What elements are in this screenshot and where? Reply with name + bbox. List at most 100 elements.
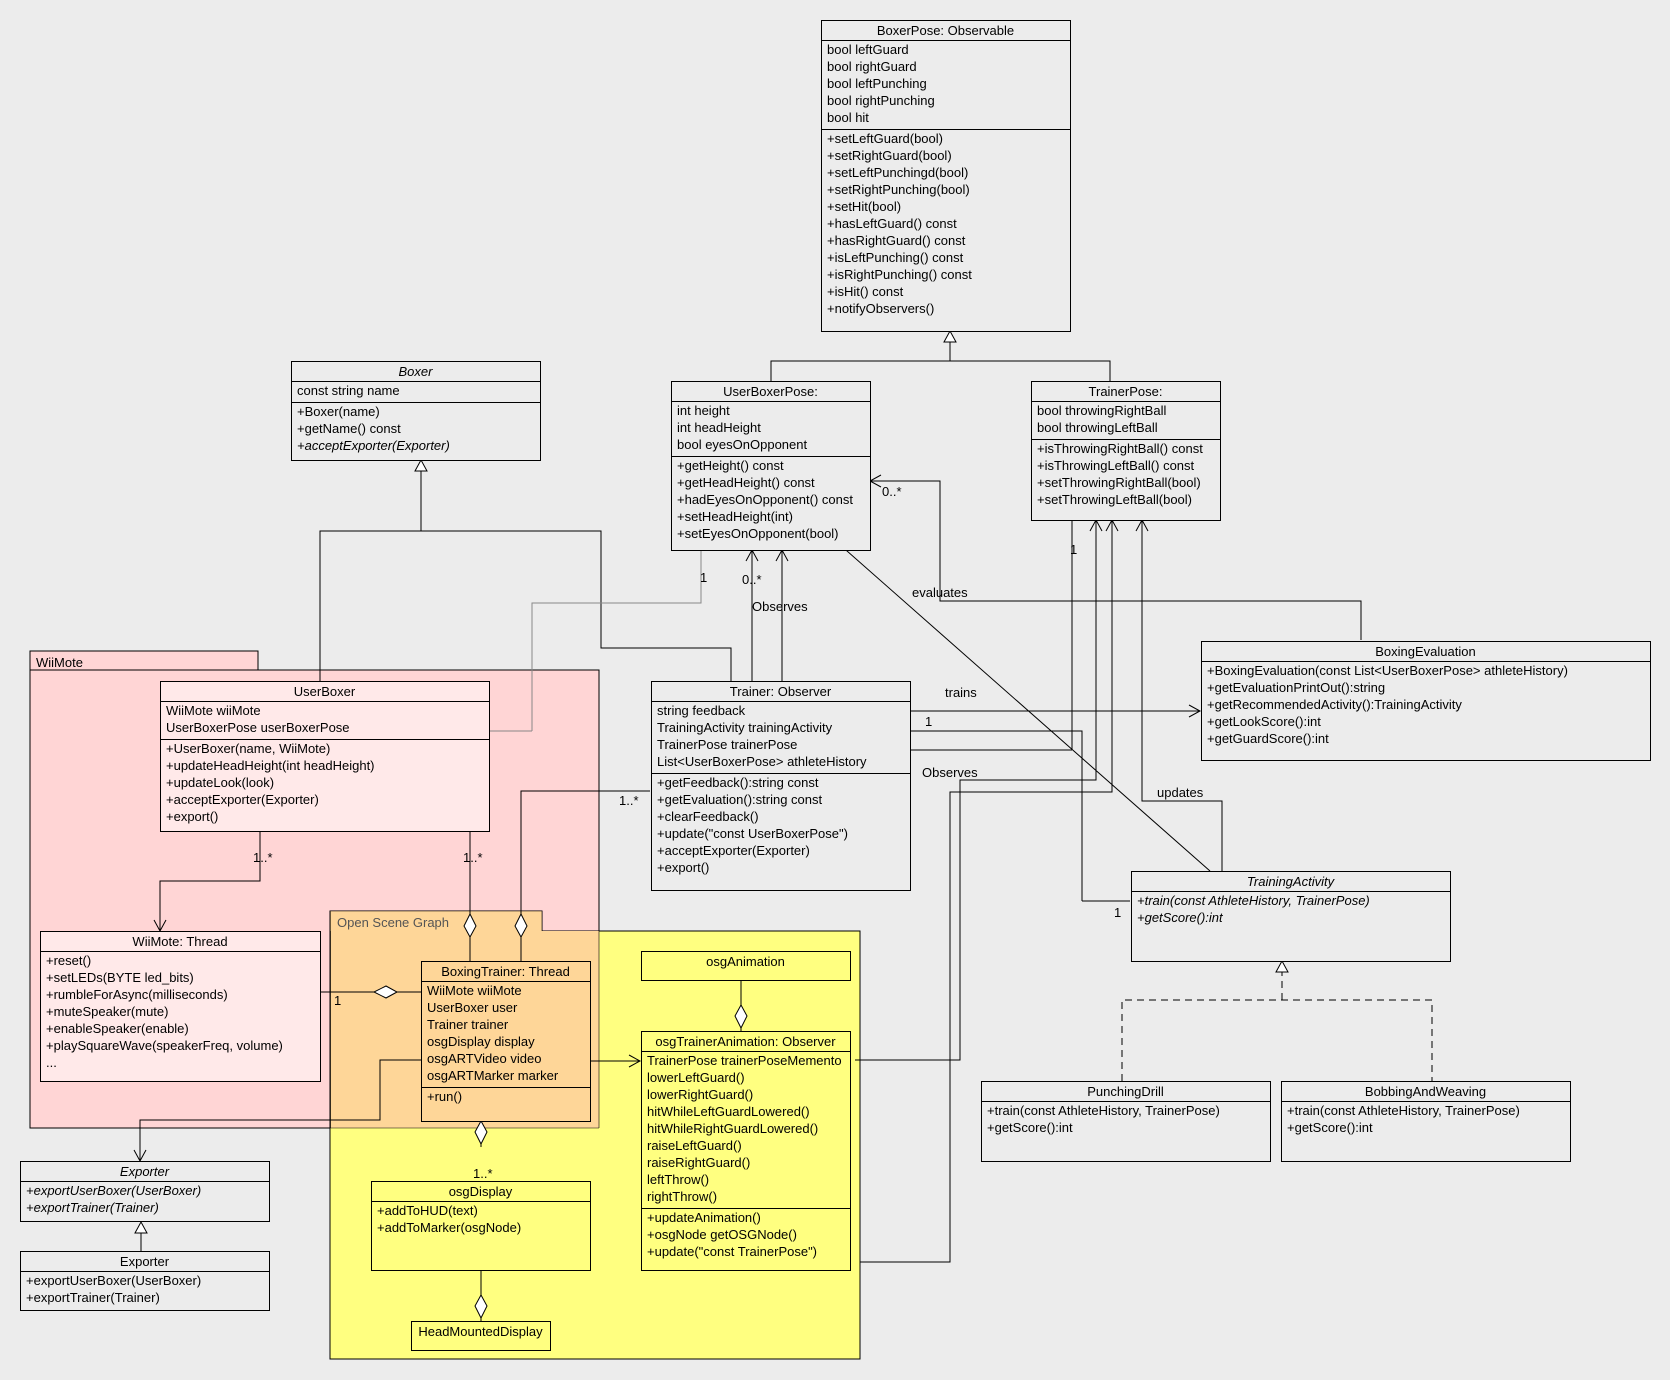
labels-layer: Observes Observes evaluates trains updat… — [253, 484, 1204, 1181]
class-attribute: WiiMote wiiMote — [166, 703, 261, 718]
connector-assoc-ta-trains-ubp — [829, 535, 1211, 872]
connector-real-bus — [1121, 999, 1433, 1081]
class-attribute: UserBoxer user — [427, 1000, 518, 1015]
connector-assoc-osgta-observes-tp — [860, 518, 1119, 1263]
class-operation: ... — [46, 1055, 57, 1070]
class-operation: +exportTrainer(Trainer) — [26, 1290, 160, 1305]
class-attribute: bool rightGuard — [827, 59, 917, 74]
connector-gen-poses-bus — [770, 360, 1111, 381]
class-operation: +getFeedback():string const — [657, 775, 819, 790]
class-operation: +addToHUD(text) — [377, 1203, 478, 1218]
mult-ta-one: 1 — [1114, 905, 1121, 920]
class-attribute: bool rightPunching — [827, 93, 935, 108]
class-box — [291, 361, 541, 461]
class-bobbing-and-weaving[interactable]: BobbingAndWeaving+train(const AthleteHis… — [1281, 1081, 1571, 1162]
class-operation: +hasRightGuard() const — [827, 233, 966, 248]
class-box — [821, 20, 1071, 332]
class-operation: +setLeftGuard(bool) — [827, 131, 943, 146]
connector-assoc-bt-exporter — [133, 1059, 421, 1163]
class-operation: +isHit() const — [827, 284, 904, 299]
class-operation: +getLookScore():int — [1207, 714, 1321, 729]
connector-assoc-ta-updates-tp — [1135, 518, 1223, 871]
package-label-wiimote: WiiMote — [36, 655, 83, 670]
class-operation: +getScore():int — [1287, 1120, 1373, 1135]
class-box — [1131, 871, 1451, 962]
class-exporter-abstract[interactable]: Exporter+exportUserBoxer(UserBoxer)+expo… — [20, 1161, 270, 1222]
class-name: BoxerPose: Observable — [877, 23, 1014, 38]
class-name: Exporter — [120, 1164, 170, 1179]
class-operation: +setHit(bool) — [827, 199, 901, 214]
class-box — [641, 1031, 851, 1271]
label-trains: trains — [945, 685, 977, 700]
class-name: TrainerPose: — [1089, 384, 1163, 399]
class-operation: +exportUserBoxer(UserBoxer) — [26, 1183, 201, 1198]
class-box — [651, 681, 911, 891]
class-exporter[interactable]: Exporter+exportUserBoxer(UserBoxer)+expo… — [20, 1251, 270, 1311]
class-name: osgAnimation — [706, 954, 785, 969]
class-box — [1031, 381, 1221, 521]
class-operation: +getEvaluationPrintOut():string — [1207, 680, 1385, 695]
class-box — [20, 1161, 270, 1222]
class-head-mounted-display[interactable]: HeadMountedDisplay — [411, 1321, 551, 1351]
class-attribute: +getScore():int — [1137, 910, 1224, 925]
class-name: UserBoxer — [294, 684, 356, 699]
class-operation: +setThrowingRightBall(bool) — [1037, 475, 1201, 490]
class-operation: +BoxingEvaluation(const List<UserBoxerPo… — [1207, 663, 1568, 678]
class-operation: +setLeftPunchingd(bool) — [827, 165, 968, 180]
class-operation: +getHeight() const — [677, 458, 784, 473]
class-attribute: hitWhileRightGuardLowered() — [647, 1121, 818, 1136]
class-operation: +getName() const — [297, 421, 401, 436]
class-operation: +getGuardScore():int — [1207, 731, 1329, 746]
class-attribute: osgARTVideo video — [427, 1051, 541, 1066]
class-boxer-pose[interactable]: BoxerPose: Observable bool leftGuard bool … — [821, 20, 1071, 332]
connector-gen-boxers-bus — [319, 530, 732, 681]
class-operation: +run() — [427, 1089, 462, 1104]
class-attribute: bool leftPunching — [827, 76, 927, 91]
label-updates: updates — [1157, 785, 1204, 800]
class-operation: +enableSpeaker(enable) — [46, 1021, 189, 1036]
class-operation: +update("const UserBoxerPose") — [657, 826, 848, 841]
class-operation: +acceptExporter(Exporter) — [166, 792, 319, 807]
class-operation: +playSquareWave(speakerFreq, volume) — [46, 1038, 283, 1053]
class-name: BoxingTrainer: Thread — [441, 964, 570, 979]
class-operation: +isRightPunching() const — [827, 267, 972, 282]
class-box — [411, 1321, 551, 1351]
class-osg-display[interactable]: osgDisplay+addToHUD(text)+addToMarker(os… — [371, 1181, 591, 1271]
class-attribute: bool throwingLeftBall — [1037, 420, 1158, 435]
connector-assoc-trainer-bt — [520, 790, 650, 935]
mult-trainer-bt: 1..* — [619, 793, 639, 808]
class-name: osgTrainerAnimation: Observer — [655, 1034, 836, 1049]
class-boxing-evaluation[interactable]: BoxingEvaluation+BoxingEvaluation(const … — [1201, 641, 1651, 761]
class-operation: +reset() — [46, 953, 91, 968]
class-operation: +getHeadHeight() const — [677, 475, 815, 490]
class-attribute: hitWhileLeftGuardLowered() — [647, 1104, 810, 1119]
class-operation: +exportUserBoxer(UserBoxer) — [26, 1273, 201, 1288]
class-attribute: const string name — [297, 383, 400, 398]
class-punching-drill[interactable]: PunchingDrill+train(const AthleteHistory… — [981, 1081, 1271, 1162]
class-name: BobbingAndWeaving — [1365, 1084, 1486, 1099]
class-wiimote-thread[interactable]: WiiMote: Thread+reset()+setLEDs(BYTE led… — [40, 931, 321, 1082]
class-operation: +train(const AthleteHistory, TrainerPose… — [987, 1103, 1220, 1118]
class-attribute: UserBoxerPose userBoxerPose — [166, 720, 350, 735]
class-osg-trainer-animation[interactable]: osgTrainerAnimation: ObserverTrainerPose… — [641, 1031, 851, 1271]
class-box — [40, 931, 321, 1082]
class-attribute: int height — [677, 403, 730, 418]
class-attribute: bool leftGuard — [827, 42, 909, 57]
class-osg-animation[interactable]: osgAnimation — [641, 951, 851, 981]
class-operation: +setRightPunching(bool) — [827, 182, 970, 197]
class-attribute: TrainerPose trainerPose — [657, 737, 797, 752]
class-operation: +export() — [657, 860, 709, 875]
mult-osgdisplay: 1..* — [473, 1166, 493, 1181]
class-name: WiiMote: Thread — [132, 934, 227, 949]
class-operation: +getEvaluation():string const — [657, 792, 823, 807]
class-training-activity[interactable]: TrainingActivity+train(const AthleteHist… — [1131, 871, 1451, 962]
mult-ubp-trainer: 0..* — [742, 572, 762, 587]
class-box — [20, 1251, 270, 1311]
